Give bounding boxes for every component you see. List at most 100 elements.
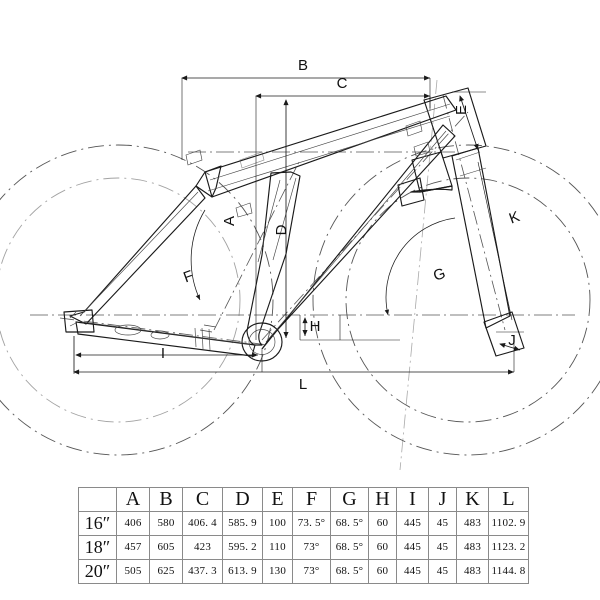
- column-header-h: H: [368, 487, 397, 512]
- dim-label-B: B: [298, 57, 308, 74]
- dimension-lines: [73, 75, 524, 375]
- dim-arc-G: [384, 217, 456, 316]
- top-tube-seat-junction: [204, 165, 222, 198]
- seat-tube-centerline: [213, 159, 301, 331]
- crown-race: [410, 185, 453, 193]
- frame-geometry-spec-table: A B C D E F G H I J K L 16″ 406: [78, 487, 529, 584]
- cell-16-g: 68. 5°: [330, 511, 369, 536]
- cell-16-b: 580: [149, 511, 183, 536]
- row-size-18: 18″: [78, 535, 117, 560]
- dim-label-G: G: [431, 265, 448, 285]
- front-wheel-tire-circle: [312, 144, 600, 456]
- column-header-b: B: [149, 487, 183, 512]
- frame-tubes: [63, 87, 525, 362]
- cell-16-l: 1102. 9: [488, 511, 529, 536]
- column-header-i: I: [396, 487, 429, 512]
- fork-centerline: [442, 94, 506, 331]
- cell-16-e: 100: [262, 511, 293, 536]
- cell-18-j: 45: [428, 535, 457, 560]
- cell-18-g: 68. 5°: [330, 535, 369, 560]
- rear-dropout: [63, 309, 95, 333]
- cell-16-i: 445: [396, 511, 429, 536]
- cell-20-e: 130: [262, 559, 293, 584]
- cell-20-h: 60: [368, 559, 397, 584]
- center-lines: [30, 79, 575, 471]
- column-header-d: D: [222, 487, 263, 512]
- chainstay: [75, 321, 256, 357]
- cell-18-e: 110: [262, 535, 293, 560]
- cell-20-k: 483: [456, 559, 489, 584]
- dim-label-J: J: [508, 332, 516, 349]
- cell-16-h: 60: [368, 511, 397, 536]
- dropout-detail: [69, 311, 79, 327]
- dim-label-I: I: [161, 345, 165, 362]
- fork-crown-line: [455, 151, 481, 161]
- dim-line-J: [499, 343, 521, 351]
- spec-table-container: A B C D E F G H I J K L 16″ 406: [78, 487, 529, 584]
- dim-label-C: C: [337, 75, 348, 92]
- cell-18-d: 595. 2: [222, 535, 263, 560]
- column-header-size: [78, 487, 117, 512]
- top-tube-seam-2: [207, 115, 451, 192]
- ext-line-K: [477, 161, 513, 321]
- top-tube-decal: [239, 151, 265, 169]
- cell-20-j: 45: [428, 559, 457, 584]
- lower-headset-cup: [411, 151, 453, 193]
- cable-stop-mid: [235, 202, 253, 218]
- chainstay-dimple: [150, 330, 170, 340]
- steer-axis-centerline: [399, 79, 438, 471]
- cell-18-h: 60: [368, 535, 397, 560]
- top-tube: [195, 95, 457, 198]
- row-size-20: 20″: [78, 559, 117, 584]
- seat-tube: [246, 171, 301, 346]
- column-header-f: F: [292, 487, 331, 512]
- cell-20-d: 613. 9: [222, 559, 263, 584]
- cell-18-b: 605: [149, 535, 183, 560]
- cell-20-a: 505: [116, 559, 150, 584]
- dim-line-E: [459, 95, 479, 151]
- cell-20-l: 1144. 8: [488, 559, 529, 584]
- fork-crown-line-2: [459, 167, 487, 177]
- table-row: 16″ 406 580 406. 4 585. 9 100 73. 5° 68.…: [78, 511, 529, 536]
- dim-label-H: H: [310, 318, 321, 335]
- down-tube-seam: [265, 130, 447, 343]
- cable-stop-head: [405, 120, 423, 137]
- rear-wheel-rim-circle: [0, 177, 241, 423]
- fork-crown-left: [397, 177, 425, 207]
- wheel-outlines: [0, 144, 600, 456]
- chainstay-seam: [81, 321, 251, 345]
- cell-16-a: 406: [116, 511, 150, 536]
- column-header-g: G: [330, 487, 369, 512]
- cell-18-c: 423: [182, 535, 223, 560]
- cell-18-i: 445: [396, 535, 429, 560]
- cell-16-d: 585. 9: [222, 511, 263, 536]
- seatstay: [69, 185, 206, 325]
- down-tube: [261, 124, 456, 350]
- cell-18-f: 73°: [292, 535, 331, 560]
- front-dropout: [483, 311, 525, 357]
- cell-20-i: 445: [396, 559, 429, 584]
- dimension-label-group: A B C D E F G H I J K L: [161, 57, 522, 393]
- fork-blade: [451, 147, 511, 329]
- column-header-e: E: [262, 487, 293, 512]
- dim-arc-F: [190, 209, 206, 301]
- cable-stop-top: [185, 149, 203, 166]
- table-row: 20″ 505 625 437. 3 613. 9 130 73° 68. 5°…: [78, 559, 529, 584]
- cell-20-f: 73°: [292, 559, 331, 584]
- column-header-c: C: [182, 487, 223, 512]
- cell-18-l: 1123. 2: [488, 535, 529, 560]
- chainstay-bands: [194, 327, 211, 351]
- chainstay-bridge-detail: [114, 324, 142, 336]
- cell-16-k: 483: [456, 511, 489, 536]
- rear-wheel-tire-circle: [0, 144, 274, 456]
- cell-18-a: 457: [116, 535, 150, 560]
- column-header-l: L: [488, 487, 529, 512]
- dim-label-E: E: [453, 105, 470, 115]
- seatstay-seam: [79, 191, 199, 317]
- row-size-16: 16″: [78, 511, 117, 536]
- cell-20-b: 625: [149, 559, 183, 584]
- cable-stop-head-2: [413, 141, 431, 157]
- cell-16-c: 406. 4: [182, 511, 223, 536]
